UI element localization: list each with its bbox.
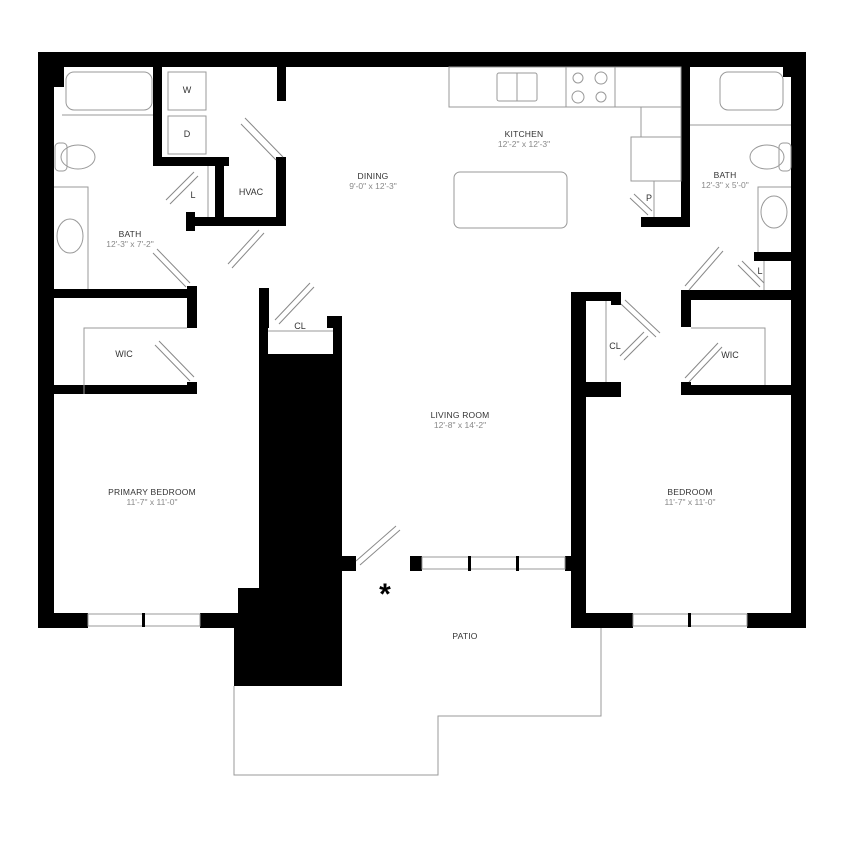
walls [38, 52, 806, 686]
room-dimensions: 12'-2" x 12'-3" [497, 138, 551, 149]
room-label-bath-secondary: BATH 12'-3" x 5'-0" [701, 170, 749, 191]
room-label-bath-primary: BATH 12'-3" x 7'-2" [106, 229, 154, 250]
linen-right-label: L [757, 266, 763, 276]
patio-outline [233, 628, 602, 776]
room-dimensions: 11'-7" x 11'-0" [126, 496, 178, 507]
room-name: BEDROOM [667, 487, 713, 497]
room-name: KITCHEN [504, 129, 544, 139]
room-dimensions: 11'-7" x 11'-0" [664, 496, 716, 507]
room-label-dining: DINING 9'-0" x 12'-3" [349, 171, 397, 192]
room-name: DINING [357, 171, 389, 181]
dryer-label: D [183, 129, 191, 139]
wic-left-label: WIC [115, 349, 133, 359]
room-name: PRIMARY BEDROOM [108, 487, 196, 497]
window-mullions [142, 556, 691, 627]
room-label-living: LIVING ROOM 12'-8" x 14'-2" [430, 410, 490, 431]
room-dimensions: 12'-3" x 5'-0" [701, 179, 749, 190]
hvac-label: HVAC [238, 187, 264, 197]
room-dimensions: 12'-3" x 7'-2" [106, 238, 154, 249]
pantry-label: P [645, 193, 653, 203]
room-name: BATH [713, 170, 737, 180]
closet-right-label: CL [609, 341, 621, 351]
room-dimensions: 9'-0" x 12'-3" [349, 180, 397, 191]
wic-right-label: WIC [721, 350, 739, 360]
fixtures [54, 66, 792, 394]
washer-label: W [182, 85, 192, 95]
room-label-kitchen: KITCHEN 12'-2" x 12'-3" [497, 129, 551, 150]
room-name: PATIO [452, 631, 478, 641]
asterisk-marker-icon: * [379, 578, 391, 611]
room-label-primary-bedroom: PRIMARY BEDROOM 11'-7" x 11'-0" [108, 487, 196, 508]
room-label-bedroom: BEDROOM 11'-7" x 11'-0" [664, 487, 716, 508]
closet-center-label: CL [294, 321, 306, 331]
room-dimensions: 12'-8" x 14'-2" [433, 419, 487, 430]
room-name: BATH [118, 229, 142, 239]
room-label-patio: PATIO [452, 631, 478, 642]
room-name: LIVING ROOM [430, 410, 490, 420]
doors [152, 117, 765, 566]
linen-left-label: L [190, 190, 196, 200]
